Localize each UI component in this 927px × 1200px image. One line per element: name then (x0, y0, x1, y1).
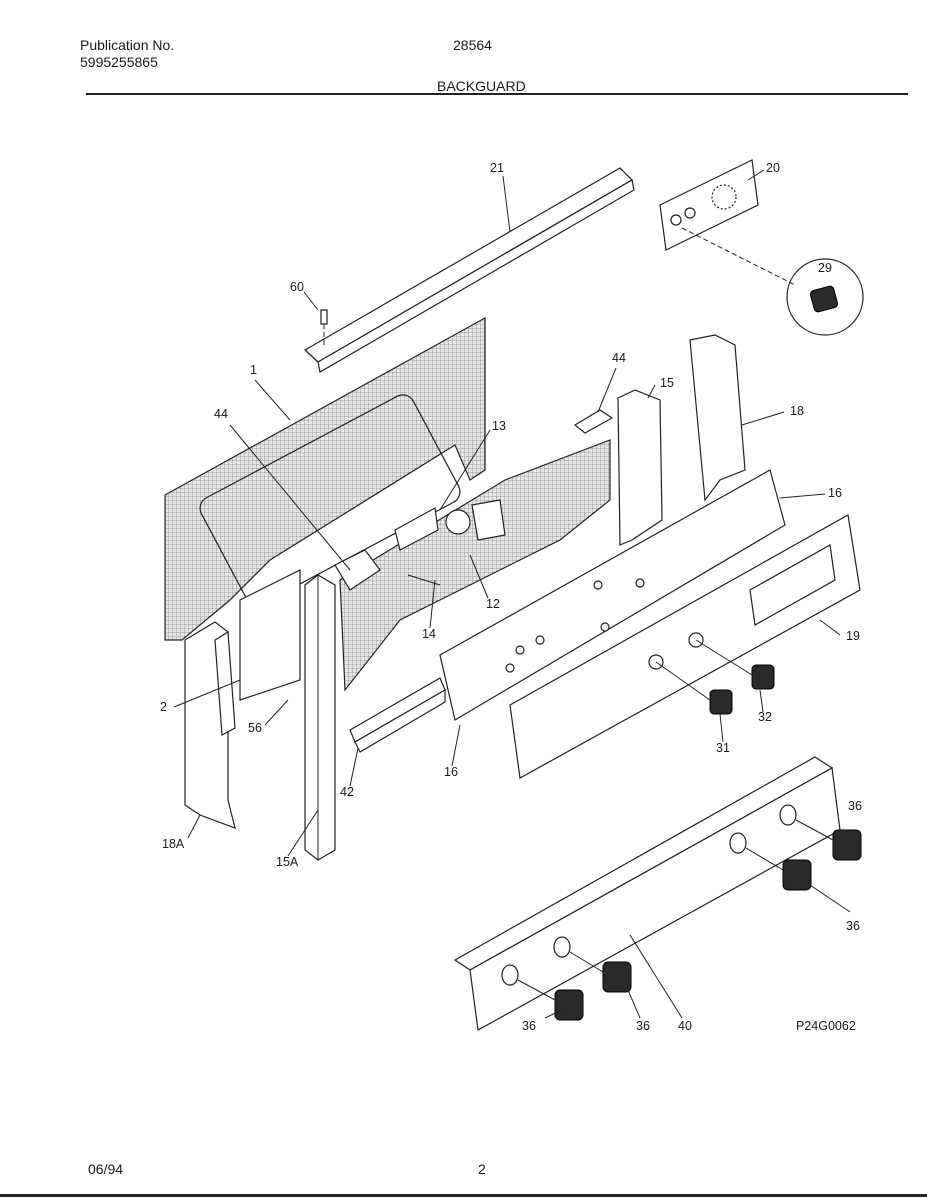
callout-40: 40 (678, 1019, 692, 1033)
manifold-panel-part-40 (453, 756, 841, 1031)
callout-29: 29 (818, 261, 832, 275)
page-number: 2 (478, 1161, 486, 1177)
screw-part-60 (320, 309, 328, 345)
callout-19: 19 (846, 629, 860, 643)
callout-2: 2 (160, 700, 167, 714)
publication-number: 5995255865 (80, 54, 158, 70)
callout-56: 56 (248, 721, 262, 735)
right-vertical-bracket-part-15 (617, 389, 663, 546)
callout-1: 1 (250, 363, 257, 377)
callout-44-right: 44 (612, 351, 626, 365)
callout-36-top-right: 36 (848, 799, 862, 813)
knob-detail-part-29 (681, 227, 864, 336)
callout-44-left: 44 (214, 407, 228, 421)
callout-36-bottom-left: 36 (522, 1019, 536, 1033)
knob-part-36-a (554, 989, 584, 1021)
clock-panel-part-20 (659, 159, 759, 251)
publication-label: Publication No. (80, 37, 175, 53)
bracket-part-44-right (573, 409, 614, 434)
right-end-bracket-part-18 (689, 334, 746, 502)
callout-36-right: 36 (846, 919, 860, 933)
drawing-code: P24G0062 (796, 1019, 856, 1033)
knob-part-36-b (602, 961, 632, 993)
callout-14: 14 (422, 627, 436, 641)
header-rule (86, 93, 908, 95)
callout-32: 32 (758, 710, 772, 724)
section-title: BACKGUARD (437, 78, 526, 94)
callout-36-bottom-mid: 36 (636, 1019, 650, 1033)
callout-21: 21 (490, 161, 504, 175)
knob-part-31 (709, 689, 733, 715)
callout-60: 60 (290, 280, 304, 294)
callout-42: 42 (340, 785, 354, 799)
left-end-bracket-part-18A (184, 621, 236, 829)
callout-12: 12 (486, 597, 500, 611)
top-trim-part-21 (303, 167, 635, 373)
left-vertical-bracket-part-15A (304, 574, 336, 861)
back-panel-part-1 (164, 316, 486, 641)
center-mesh-assembly (339, 439, 611, 692)
footer-rule (0, 1194, 927, 1197)
knob-part-36-c (782, 859, 812, 891)
model-number: 28564 (453, 37, 492, 53)
callout-16-lower: 16 (444, 765, 458, 779)
control-panel-part-19 (509, 514, 861, 779)
callout-15: 15 (660, 376, 674, 390)
knob-part-32 (751, 664, 775, 690)
callout-31: 31 (716, 741, 730, 755)
footer-date: 06/94 (88, 1161, 124, 1177)
control-frame-part-16 (439, 469, 786, 721)
callout-18A: 18A (162, 837, 185, 851)
callout-20: 20 (766, 161, 780, 175)
leader-lines (173, 169, 851, 1019)
switch-bracket-part-44 (334, 499, 506, 591)
callout-16-upper: 16 (828, 486, 842, 500)
inner-frame (239, 569, 301, 701)
knob-part-36-d (832, 829, 862, 861)
callout-15A: 15A (276, 855, 299, 869)
callout-13: 13 (492, 419, 506, 433)
callout-18: 18 (790, 404, 804, 418)
